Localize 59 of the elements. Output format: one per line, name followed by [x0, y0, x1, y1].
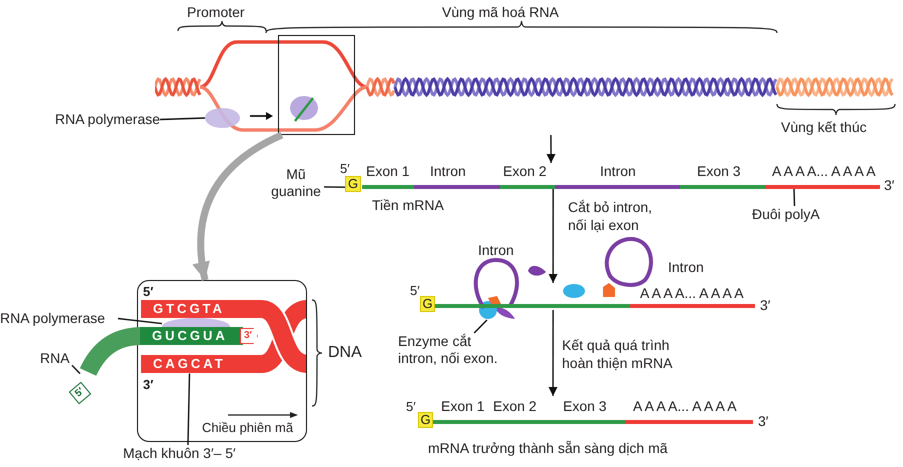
strand-caption: mRNA trưởng thành sẵn sàng dịch mã [428, 440, 668, 457]
strand-end-label: 3′ [143, 376, 154, 394]
leader-line [72, 364, 80, 374]
strand-end-label: 5′ [143, 283, 154, 301]
callout-label: Mạch khuôn 3′– 5′ [123, 445, 263, 462]
leader-line [474, 320, 488, 334]
leader-line [187, 373, 190, 446]
dna-strand: GTCGTA [141, 300, 261, 318]
segment-label: A A A A... A A A A [633, 398, 737, 415]
segment-label: Exon 2 [503, 163, 547, 180]
callout-label: RNA [40, 350, 72, 367]
leader-line [324, 186, 345, 188]
arrow [548, 189, 558, 283]
region-label: Vùng kết thúc [781, 118, 867, 136]
leader-line [793, 188, 796, 206]
segment-label: Intron [430, 163, 466, 180]
region-label: Promoter [187, 3, 245, 21]
guanine-cap: G [345, 176, 361, 192]
zoom-inset-frame [137, 280, 307, 442]
edge-label: Kết quả quá trình hoàn thiện mRNA [562, 336, 674, 372]
intron-label: Intron [668, 258, 704, 276]
strand-end-label: 5′ [406, 398, 416, 416]
strand-caption: Tiền mRNA [372, 197, 444, 214]
callout-label: Đuôi polyA [752, 206, 837, 223]
rna-polymerase-blob [162, 318, 230, 326]
rna-end-tag: 3′ [240, 328, 258, 344]
zoom-frame [278, 35, 355, 135]
leader-line [160, 117, 206, 120]
edge-label: Cắt bỏ intron, nối lại exon [568, 198, 654, 234]
segment-label: A A A A... A A A A [772, 163, 876, 180]
rna-polymerase-blob [205, 108, 240, 128]
segment-label: Exon 3 [563, 398, 607, 415]
segment-label: Exon 2 [493, 398, 537, 415]
leader-line [118, 318, 162, 324]
strand-end-label: 5′ [340, 160, 350, 178]
segment-label: Exon 1 [366, 163, 410, 180]
strand-end-label: 3′ [760, 297, 770, 314]
strand-end-label: 3′ [884, 177, 894, 194]
rna-end-tag: 5′ [68, 382, 92, 404]
guanine-cap: G [420, 296, 435, 312]
segment-label: A A A A... A A A A [640, 285, 744, 302]
strand-end-label: 3′ [758, 413, 768, 430]
direction-label: Chiều phiên mã [202, 419, 294, 437]
callout-label: RNA polymerase [55, 111, 160, 128]
arrow [546, 135, 556, 163]
callout-label: Enzyme cắt intron, nối exon. [398, 333, 510, 367]
dna-label: DNA [328, 344, 362, 362]
segment-label: Intron [600, 163, 636, 180]
intron-label: Intron [478, 241, 514, 259]
arrow [192, 132, 284, 281]
strand-end-label: 5′ [410, 282, 420, 300]
callout-label: RNA polymerase [0, 310, 118, 327]
callout-label: Mũ guanine [268, 166, 324, 200]
segment-label: Exon 1 [441, 398, 485, 415]
arrow [548, 310, 558, 396]
region-label: Vùng mã hoá RNA [442, 3, 559, 21]
guanine-cap: G [418, 412, 433, 428]
segment-label: Exon 3 [697, 163, 741, 180]
dna-strand: CAGCAT [141, 355, 261, 373]
